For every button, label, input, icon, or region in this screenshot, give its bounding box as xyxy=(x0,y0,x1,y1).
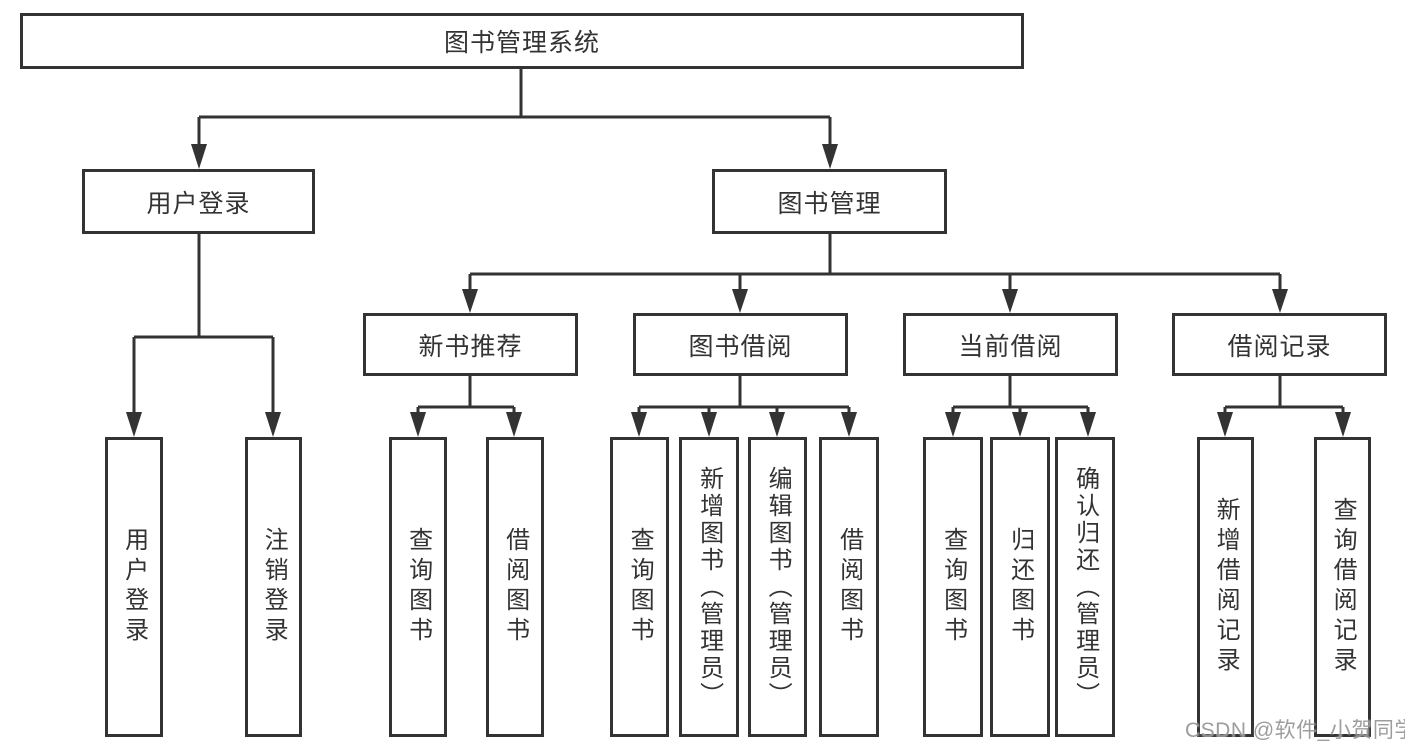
node-label: 借阅图书 xyxy=(835,527,863,647)
node-label: 确认归还（管理员） xyxy=(1071,465,1099,709)
node-label: 归还图书 xyxy=(1006,527,1034,647)
arrowhead-leaf xyxy=(769,412,785,437)
node-label: 查询图书 xyxy=(939,527,967,647)
arrowhead-leaf xyxy=(1217,412,1233,437)
arrowhead-leaf xyxy=(945,412,961,437)
arrowhead-to-current-borrow xyxy=(1002,289,1018,313)
node-book-borrowing: 图书借阅 xyxy=(633,313,848,376)
node-label: 新增借阅记录 xyxy=(1212,497,1240,677)
node-label: 用户登录 xyxy=(120,527,148,647)
leaf-borrow-books: 借阅图书 xyxy=(819,437,879,737)
leaf-edit-books-admin: 编辑图书（管理员） xyxy=(748,437,807,737)
leaf-query-borrow-record: 查询借阅记录 xyxy=(1314,437,1371,737)
leaf-borrow-books: 借阅图书 xyxy=(486,437,544,737)
connector-new-books-lines xyxy=(416,376,516,416)
arrowhead-to-new-books xyxy=(462,289,478,313)
leaf-user-login: 用户登录 xyxy=(105,437,163,737)
arrowhead-leaf xyxy=(1080,412,1096,437)
arrowhead-to-book-borrow xyxy=(732,289,748,313)
connector-borrow-records-split xyxy=(1217,376,1351,437)
connector-book-borrow-split xyxy=(631,376,857,437)
connector-book-mgmt-lines xyxy=(468,233,1282,292)
connector-user-login-split xyxy=(126,233,281,437)
arrowhead-leaf xyxy=(1335,412,1351,437)
node-user-login: 用户登录 xyxy=(82,169,315,234)
leaf-add-borrow-record: 新增借阅记录 xyxy=(1197,437,1254,737)
leaf-return-books: 归还图书 xyxy=(990,437,1050,737)
leaf-query-books: 查询图书 xyxy=(389,437,447,737)
leaf-query-books: 查询图书 xyxy=(610,437,669,737)
watermark: CSDN @软件_小贺同学 xyxy=(1185,719,1405,742)
node-label: 新增图书（管理员） xyxy=(695,465,723,709)
connector-borrow-records-lines xyxy=(1223,376,1345,416)
connector-root-lines xyxy=(197,68,832,147)
node-label: 查询借阅记录 xyxy=(1329,497,1357,677)
arrowhead-to-login-leaf xyxy=(126,412,142,437)
node-new-book-recommend: 新书推荐 xyxy=(363,313,578,376)
node-label: 编辑图书（管理员） xyxy=(764,465,792,709)
node-label: 注销登录 xyxy=(260,527,288,647)
connector-book-mgmt-split xyxy=(462,233,1288,313)
arrowhead-leaf xyxy=(506,412,522,437)
connector-current-borrow-split xyxy=(945,376,1096,437)
arrowhead-leaf xyxy=(410,412,426,437)
node-borrowing-records: 借阅记录 xyxy=(1172,313,1387,376)
node-label: 新书推荐 xyxy=(418,332,523,361)
connector-new-books-split xyxy=(410,376,522,437)
leaf-query-books: 查询图书 xyxy=(923,437,983,737)
arrowhead-leaf xyxy=(701,412,717,437)
node-label: 借阅图书 xyxy=(501,527,529,647)
connector-current-borrow-lines xyxy=(951,376,1090,416)
node-label: 查询图书 xyxy=(626,527,654,647)
leaf-add-books-admin: 新增图书（管理员） xyxy=(679,437,739,737)
connector-user-login-lines xyxy=(132,233,275,415)
node-label: 图书管理系统 xyxy=(443,29,600,57)
node-book-management: 图书管理 xyxy=(712,169,947,234)
arrowhead-to-book-mgmt xyxy=(822,144,838,169)
connector-root-split xyxy=(191,68,838,169)
arrowhead-leaf xyxy=(631,412,647,437)
arrowhead-leaf xyxy=(1012,412,1028,437)
node-current-borrowing: 当前借阅 xyxy=(903,313,1118,376)
node-label: 用户登录 xyxy=(146,189,251,218)
connector-book-borrow-lines xyxy=(637,376,851,416)
node-label: 图书管理 xyxy=(777,189,882,218)
arrowhead-to-borrow-records xyxy=(1272,289,1288,313)
leaf-logout: 注销登录 xyxy=(245,437,302,737)
node-label: 当前借阅 xyxy=(958,332,1063,361)
node-root-system: 图书管理系统 xyxy=(20,13,1024,69)
arrowhead-to-logout-leaf xyxy=(265,412,281,437)
node-label: 借阅记录 xyxy=(1227,332,1332,361)
arrowhead-leaf xyxy=(841,412,857,437)
node-label: 图书借阅 xyxy=(688,332,793,361)
leaf-confirm-return-admin: 确认归还（管理员） xyxy=(1055,437,1115,737)
node-label: 查询图书 xyxy=(404,527,432,647)
arrowhead-to-user-login xyxy=(191,144,207,169)
